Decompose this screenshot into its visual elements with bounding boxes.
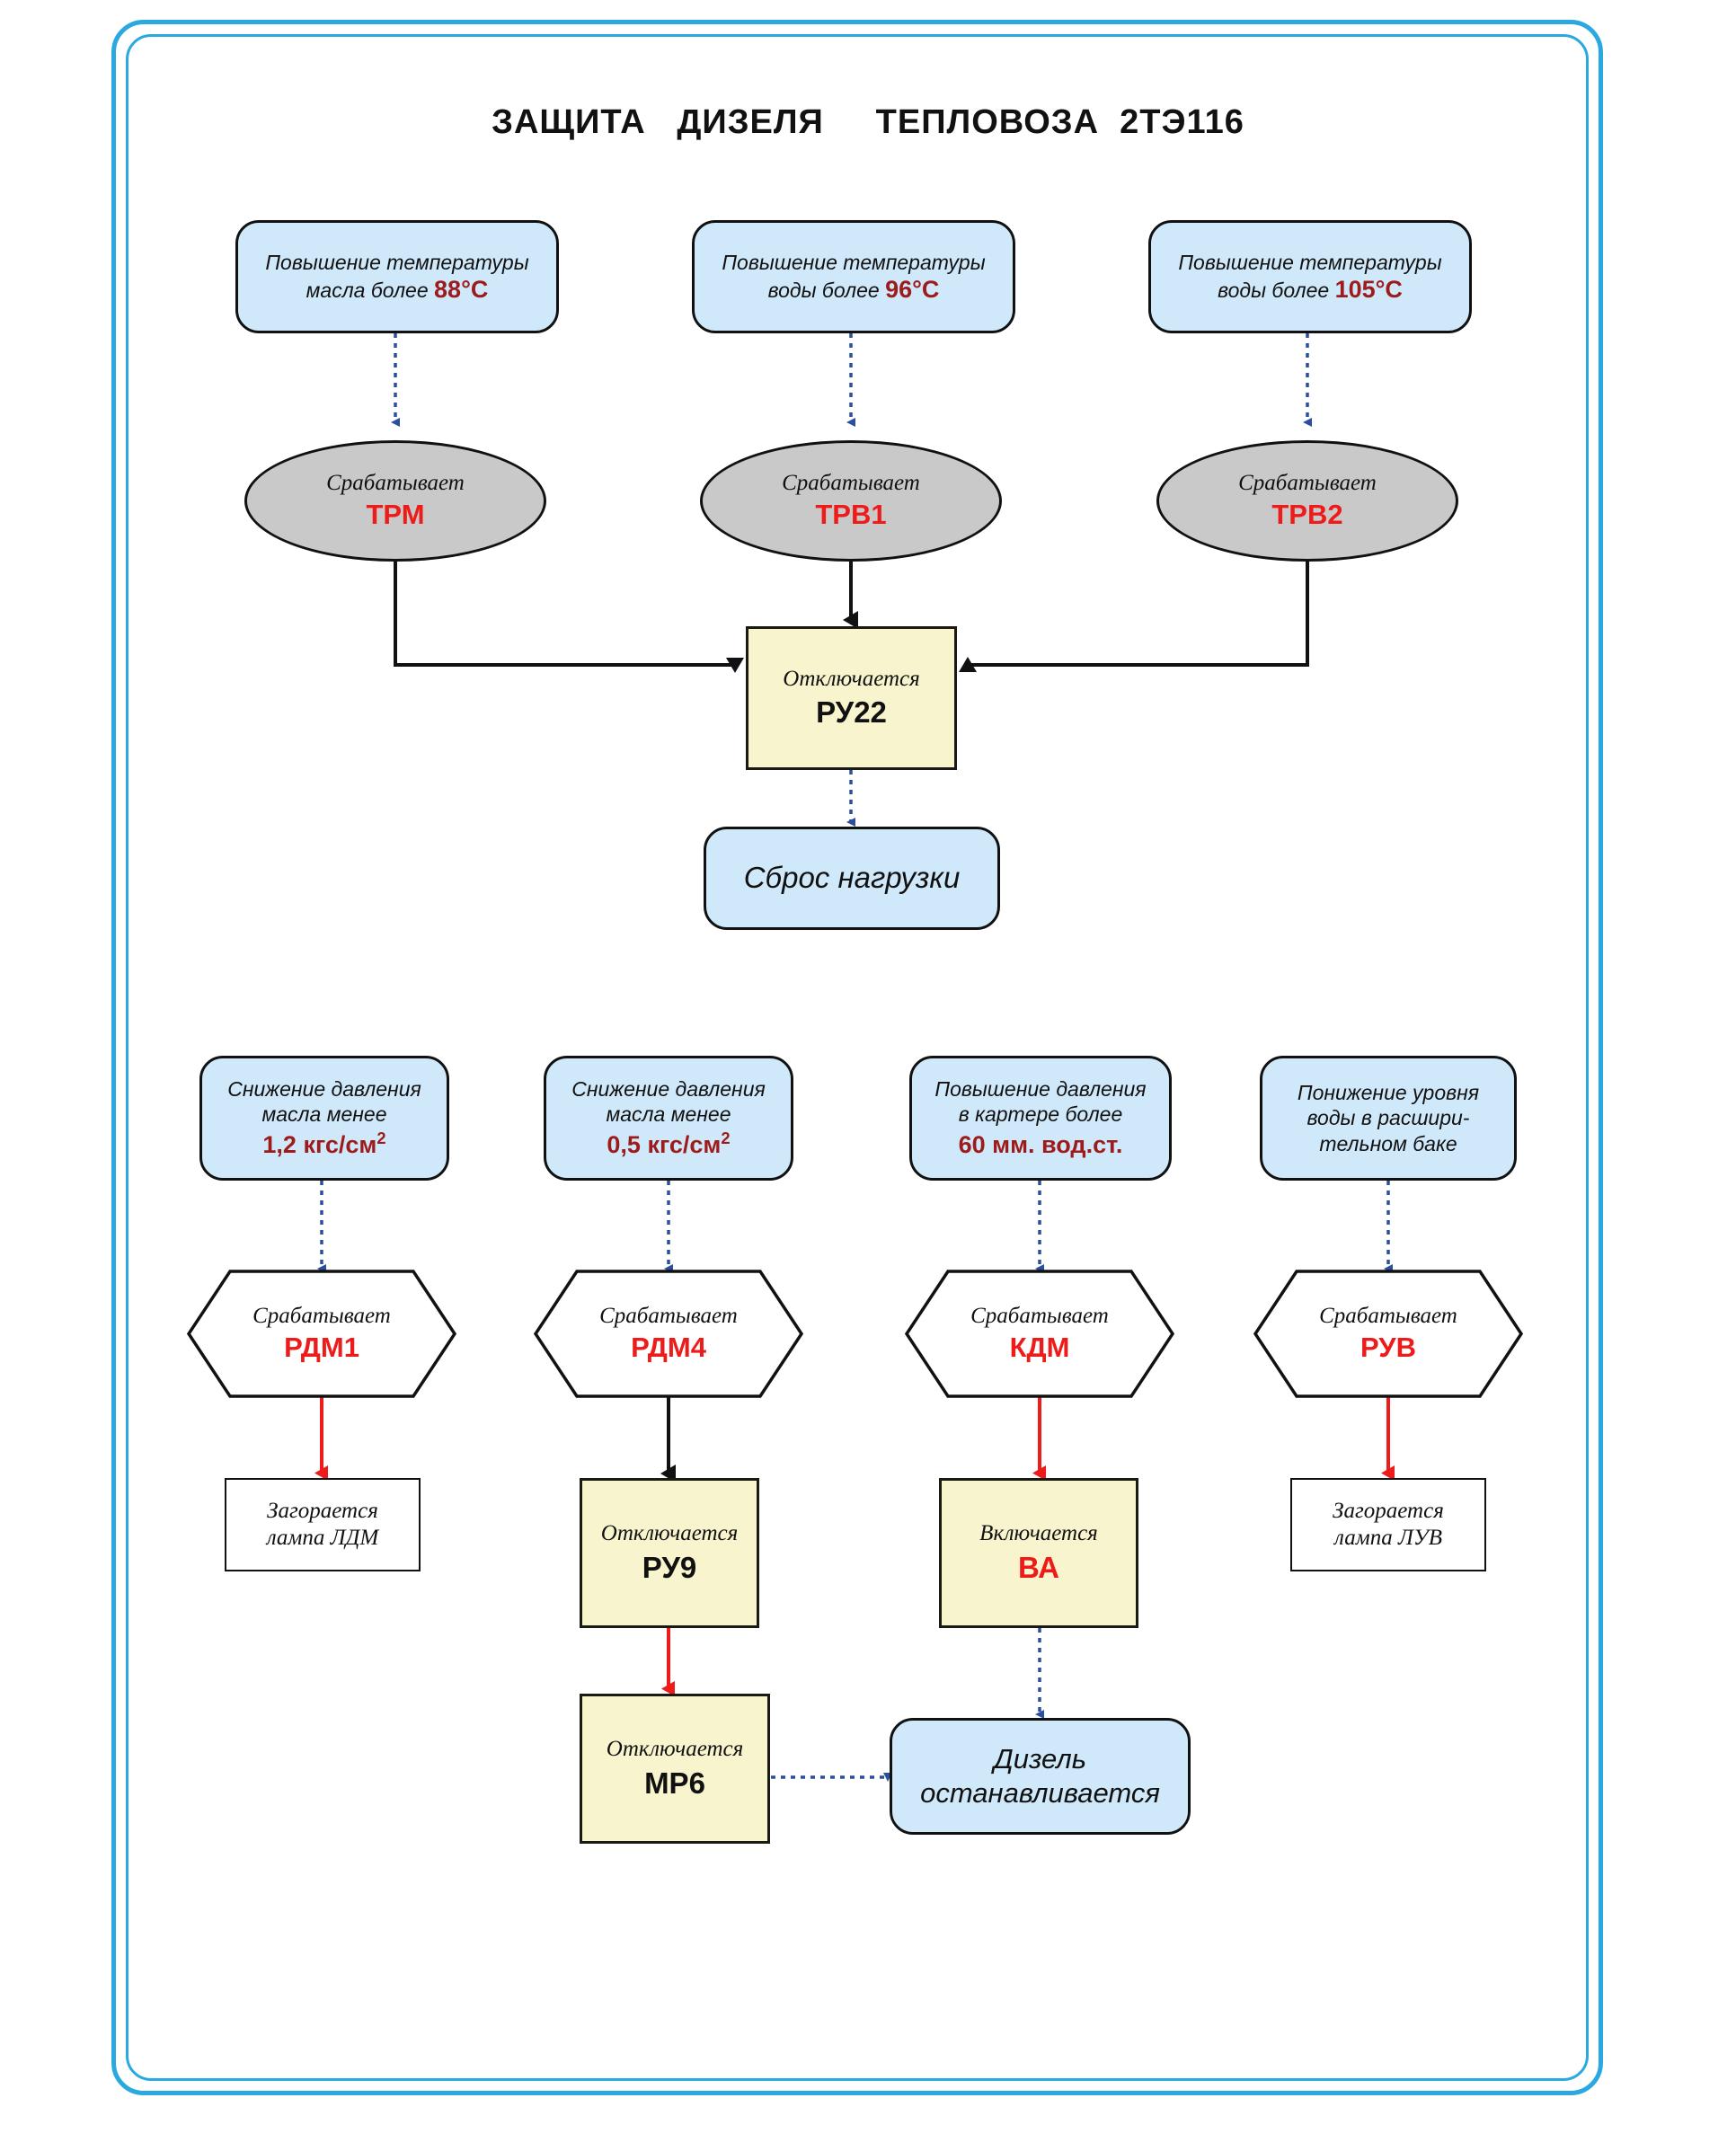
sensor-hexagon-ruv: Срабатывает РУВ (1253, 1270, 1523, 1398)
action-device: МР6 (644, 1766, 705, 1800)
terminal-line-2: останавливается (920, 1777, 1160, 1809)
sensor-device: РУВ (1360, 1332, 1416, 1364)
condition-value: 1,2 кгс/см2 (262, 1129, 385, 1160)
condition-value: 88°C (434, 275, 489, 303)
condition-line-1: Повышение температуры (265, 250, 529, 274)
sensor-action: Срабатывает (599, 1304, 738, 1329)
outcome-box-lamp-ldm: Загорается лампа ЛДМ (225, 1478, 421, 1571)
condition-line-1: Повышение температуры (722, 250, 986, 274)
sensor-action: Срабатывает (252, 1304, 391, 1329)
condition-line-1: Повышение давления (934, 1076, 1147, 1101)
condition-line-2-prefix: масла более (306, 278, 435, 302)
action-label: Отключается (600, 1521, 739, 1546)
condition-value: 96°C (885, 275, 940, 303)
condition-value-text: 1,2 кгс/см (262, 1131, 377, 1159)
condition-line-1: Понижение уровня (1297, 1081, 1480, 1105)
condition-line-1: Повышение температуры (1178, 250, 1442, 274)
condition-box-temp-oil: Повышение температуры масла более 88°C (235, 220, 559, 333)
condition-line-3: тельном баке (1319, 1131, 1457, 1155)
action-box-ru22: Отключается РУ22 (746, 626, 957, 770)
terminal-box-diesel-stop: Дизель останавливается (890, 1718, 1191, 1835)
sensor-device: ТРМ (366, 499, 425, 531)
condition-line-2: воды более 105°C (1218, 275, 1403, 305)
condition-line-2: масла менее (261, 1102, 387, 1127)
outcome-box-va: Включается ВА (939, 1478, 1138, 1628)
sensor-action: Срабатывает (1319, 1304, 1457, 1329)
condition-box-crankcase-pressure: Повышение давления в картере более 60 мм… (909, 1056, 1172, 1181)
condition-value: 60 мм. вод.ст. (959, 1129, 1123, 1160)
condition-line-1: Снижение давления (227, 1076, 421, 1101)
sensor-device: КДМ (1009, 1332, 1070, 1364)
sensor-ellipse-trv1: Срабатывает ТРВ1 (700, 440, 1002, 562)
lamp-line-2: лампа ЛУВ (1334, 1526, 1442, 1550)
condition-line-2-prefix: воды более (1218, 278, 1335, 302)
hexagon-shape (187, 1270, 456, 1398)
action-label: Включается (979, 1521, 1098, 1546)
terminal-box-load-reset: Сброс нагрузки (704, 827, 1000, 930)
outcome-box-lamp-luv: Загорается лампа ЛУВ (1290, 1478, 1486, 1571)
hexagon-shape (1253, 1270, 1523, 1398)
condition-line-2: воды более 96°C (768, 275, 940, 305)
sensor-action: Срабатывает (1238, 470, 1377, 495)
condition-line-2-prefix: воды более (767, 278, 886, 302)
condition-line-2: масла более 88°C (306, 275, 489, 305)
condition-value: 0,5 кгс/см2 (607, 1129, 730, 1160)
terminal-line-1: Дизель (993, 1743, 1087, 1775)
sensor-ellipse-trm: Срабатывает ТРМ (244, 440, 546, 562)
condition-value-text: 60 мм. вод.ст. (958, 1131, 1123, 1159)
outcome-box-ru9: Отключается РУ9 (580, 1478, 759, 1628)
action-device: РУ9 (642, 1550, 697, 1584)
sensor-action: Срабатывает (970, 1304, 1109, 1329)
condition-box-water-level: Понижение уровня воды в расшири- тельном… (1260, 1056, 1517, 1181)
sensor-hexagon-rdm1: Срабатывает РДМ1 (187, 1270, 456, 1398)
condition-value-sup: 2 (721, 1129, 731, 1148)
terminal-line-1: Сброс нагрузки (743, 861, 961, 895)
condition-line-2: масла менее (606, 1102, 731, 1127)
condition-box-temp-water-96: Повышение температуры воды более 96°C (692, 220, 1015, 333)
sensor-action: Срабатывает (782, 470, 920, 495)
condition-value-text: 0,5 кгс/см (607, 1131, 722, 1159)
action-label: Отключается (606, 1737, 744, 1762)
condition-value-sup: 2 (376, 1129, 386, 1148)
action-device: ВА (1017, 1550, 1060, 1584)
sensor-device: ТРВ1 (815, 499, 887, 531)
sensor-hexagon-rdm4: Срабатывает РДМ4 (534, 1270, 803, 1398)
condition-line-1: Снижение давления (571, 1076, 766, 1101)
outcome-box-mr6: Отключается МР6 (580, 1694, 770, 1844)
sensor-action: Срабатывает (326, 470, 465, 495)
sensor-hexagon-kdm: Срабатывает КДМ (905, 1270, 1174, 1398)
hexagon-shape (905, 1270, 1174, 1398)
condition-line-2: в картере более (958, 1102, 1123, 1127)
lamp-line-1: Загорается (1333, 1498, 1444, 1523)
sensor-ellipse-trv2: Срабатывает ТРВ2 (1156, 440, 1458, 562)
hexagon-shape (534, 1270, 803, 1398)
condition-box-oil-pressure-12: Снижение давления масла менее 1,2 кгс/см… (199, 1056, 449, 1181)
condition-line-2: воды в расшири- (1306, 1106, 1470, 1130)
condition-box-oil-pressure-05: Снижение давления масла менее 0,5 кгс/см… (544, 1056, 793, 1181)
sensor-device: РДМ1 (284, 1332, 359, 1364)
page-title: ЗАЩИТА ДИЗЕЛЯ ТЕПЛОВОЗА 2ТЭ116 (492, 103, 1244, 141)
sensor-device: РДМ4 (631, 1332, 706, 1364)
action-label: Отключается (783, 666, 920, 691)
action-device: РУ22 (816, 695, 887, 730)
sensor-device: ТРВ2 (1271, 499, 1343, 531)
condition-value: 105°C (1334, 275, 1403, 303)
condition-box-temp-water-105: Повышение температуры воды более 105°C (1148, 220, 1472, 333)
lamp-line-1: Загорается (267, 1498, 378, 1523)
lamp-line-2: лампа ЛДМ (266, 1526, 379, 1550)
